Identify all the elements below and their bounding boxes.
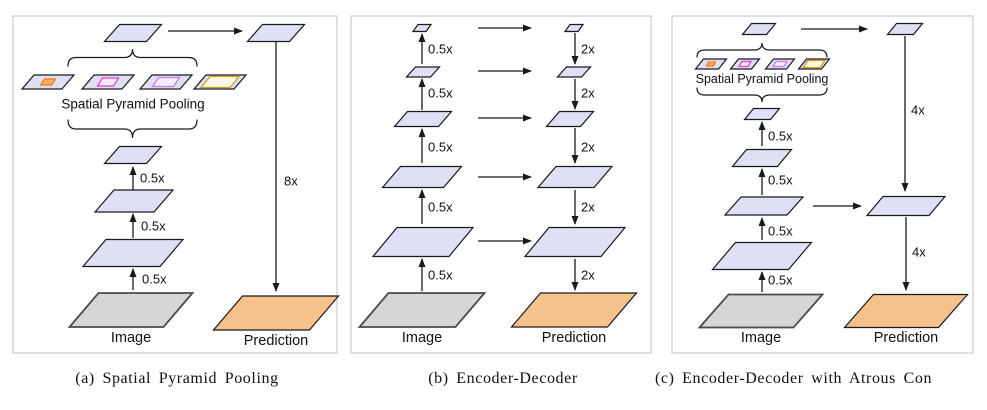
downscale-label: 0.5x <box>768 272 793 288</box>
upsample-label: 2x <box>581 85 595 101</box>
spp-brace-top-a <box>67 48 198 67</box>
caption-a: (a) Spatial Pyramid Pooling <box>75 370 279 387</box>
feature-map-top-a <box>103 23 163 43</box>
pooled-map-a <box>103 145 163 165</box>
decoder-map-b-5 <box>523 226 627 258</box>
upsample-label: 4x <box>912 244 926 260</box>
downscale-label: 0.5x <box>141 218 166 234</box>
downscale-label: 0.5x <box>142 271 167 287</box>
upsample-label: 2x <box>581 267 595 283</box>
upsample-label: 2x <box>581 199 595 215</box>
upsample-label: 2x <box>581 41 595 57</box>
downscale-label: 0.5x <box>428 41 453 57</box>
spp-brace-top-c <box>696 42 828 58</box>
spp-map-a-4-inner <box>199 75 241 89</box>
decoder-map-c <box>865 195 947 217</box>
encoder-map-b-5 <box>371 226 475 258</box>
feature-map-a-3 <box>81 238 185 268</box>
upsample-label: 2x <box>581 139 595 155</box>
spp-map-c-1-inner <box>705 61 717 67</box>
upsample-label: 8x <box>284 173 298 189</box>
spp-map-c-4-inner <box>801 59 827 69</box>
encoder-map-b-3 <box>393 110 453 128</box>
spp-map-a-1-inner <box>39 78 57 86</box>
decoder-map-b-3 <box>545 110 595 128</box>
pooled-map-c <box>743 107 781 121</box>
image-b <box>357 292 487 328</box>
feature-map-c-4 <box>711 241 813 271</box>
image-c <box>697 293 825 329</box>
spp-map-c-3-inner <box>771 60 789 68</box>
decoder-map-b-2 <box>556 66 592 78</box>
downscale-label: 0.5x <box>768 128 793 144</box>
image-label: Image <box>740 329 782 346</box>
spp-brace-bottom-a <box>67 119 198 139</box>
prediction-label: Prediction <box>243 332 309 349</box>
spp-label: Spatial Pyramid Pooling <box>61 96 205 112</box>
image-label: Image <box>401 329 443 346</box>
decoder-map-b-4 <box>536 165 614 189</box>
feature-map-c-2 <box>731 148 793 168</box>
prediction-c <box>843 293 969 329</box>
upsampled-map-a <box>246 23 306 43</box>
spp-map-c-2-inner <box>737 60 753 68</box>
caption-b: (b) Encoder-Decoder <box>428 370 578 387</box>
downscale-label: 0.5x <box>428 199 453 215</box>
spp-map-a-3-inner <box>151 76 181 88</box>
spp-map-a-2-inner <box>96 77 120 87</box>
downscale-label: 0.5x <box>140 170 165 186</box>
prediction-b <box>510 292 638 328</box>
downscale-label: 0.5x <box>428 139 453 155</box>
upsample-label: 4x <box>911 102 925 118</box>
downscale-label: 0.5x <box>428 267 453 283</box>
spp-brace-bottom-c <box>696 87 828 103</box>
decoder-map-b-1 <box>563 23 585 33</box>
prediction-label: Prediction <box>541 329 607 346</box>
downscale-label: 0.5x <box>768 223 793 239</box>
encoder-map-b-2 <box>405 66 441 78</box>
encoder-map-b-1 <box>411 23 433 33</box>
feature-map-c-3 <box>723 196 805 216</box>
image-a <box>67 292 195 328</box>
upsampled-map-c <box>886 22 924 36</box>
prediction-a <box>212 295 340 331</box>
spp-label: Spatial Pyramid Pooling <box>695 71 829 86</box>
caption-c: (c) Encoder-Decoder with Atrous Con <box>655 370 933 387</box>
downscale-label: 0.5x <box>768 172 793 188</box>
encoder-map-b-4 <box>381 165 463 189</box>
downscale-label: 0.5x <box>428 85 453 101</box>
feature-map-top-c <box>741 22 777 36</box>
prediction-label: Prediction <box>873 329 939 346</box>
image-label: Image <box>110 329 152 346</box>
feature-map-a-2 <box>93 189 175 213</box>
